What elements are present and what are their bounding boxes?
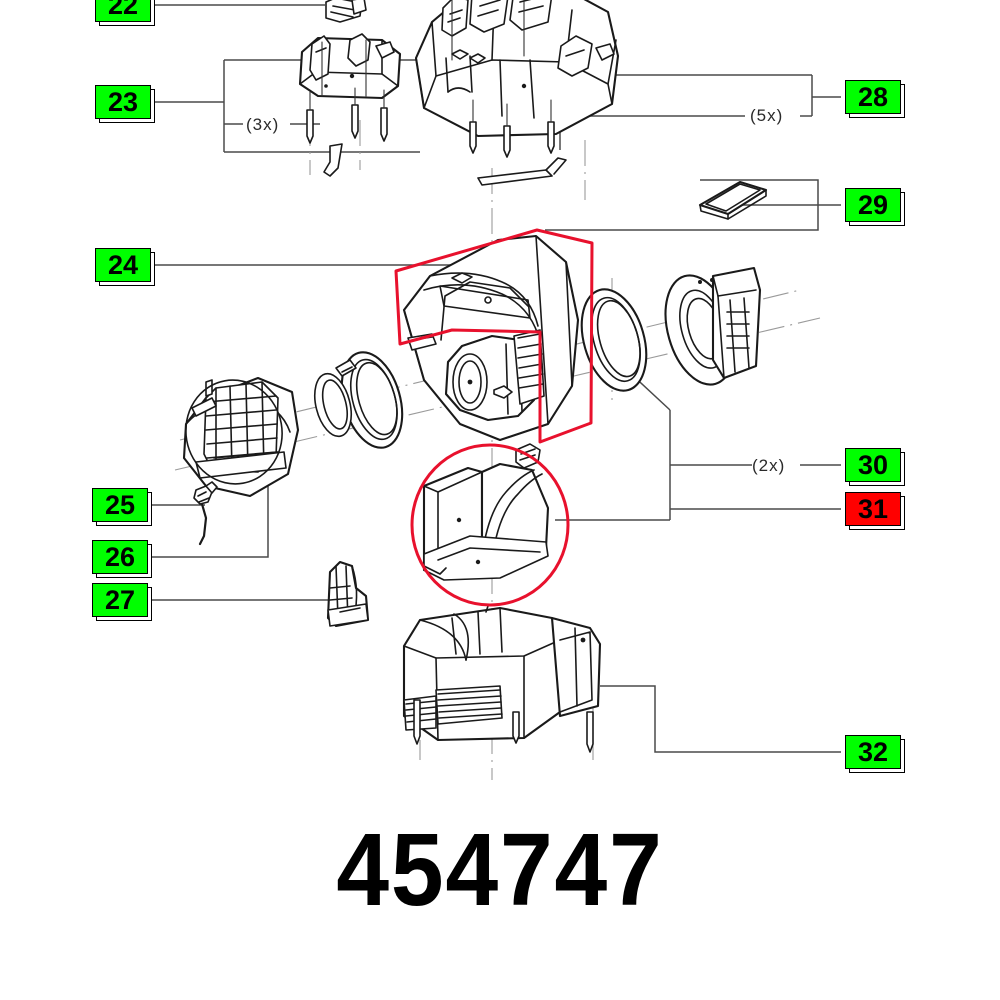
callout-23[interactable]: 23 [95,85,155,123]
callout-31[interactable]: 31 [845,492,905,530]
cover-screws [469,99,555,158]
qty-2x: (2x) [752,456,785,475]
callout-27[interactable]: 27 [92,583,152,621]
callout-28-chip[interactable]: 28 [845,80,901,114]
base-screws [413,699,594,753]
part-exhaust-grille-housing [182,376,300,498]
callout-22[interactable]: 22 [95,0,155,26]
highlight-overlays [394,228,594,607]
air-deflector-highlight [410,443,570,607]
callout-24[interactable]: 24 [95,248,155,286]
callout-22-chip[interactable]: 22 [95,0,151,22]
callout-30-chip[interactable]: 30 [845,448,901,482]
part-support-rib-bracket [326,560,370,628]
part-turbine-bracket [664,266,762,386]
part-number: 454747 [336,812,664,927]
callout-23-chip[interactable]: 23 [95,85,151,119]
callout-26[interactable]: 26 [92,540,152,578]
quantity-labels: (3x) (5x) (2x) [246,106,785,475]
callout-30[interactable]: 30 [845,448,905,486]
qty-5x: (5x) [750,106,783,125]
part-switch-terminal-contact [325,0,367,23]
part-top-motor-cover [414,0,620,186]
callout-29[interactable]: 29 [845,188,905,226]
fan-housing-highlight [394,228,594,444]
part-air-deflector-baffle [422,462,550,581]
part-sealing-rings [340,288,648,449]
callout-24-chip[interactable]: 24 [95,248,151,282]
callout-28[interactable]: 28 [845,80,905,118]
callout-25[interactable]: 25 [92,488,152,526]
callout-32[interactable]: 32 [845,735,905,773]
part-foam-filter-pad [698,180,768,220]
callout-31-chip[interactable]: 31 [845,492,901,526]
qty-3x: (3x) [246,115,279,134]
callout-25-chip[interactable]: 25 [92,488,148,522]
callout-26-chip[interactable]: 26 [92,540,148,574]
part-motor-mount-bracket [298,33,402,177]
part-cable-clip [193,481,218,546]
callout-29-chip[interactable]: 29 [845,188,901,222]
part-lower-housing-base [402,605,602,753]
callout-27-chip[interactable]: 27 [92,583,148,617]
bracket-screws [306,87,388,144]
callout-32-chip[interactable]: 32 [845,735,901,769]
part-clamp-ring [313,359,357,438]
